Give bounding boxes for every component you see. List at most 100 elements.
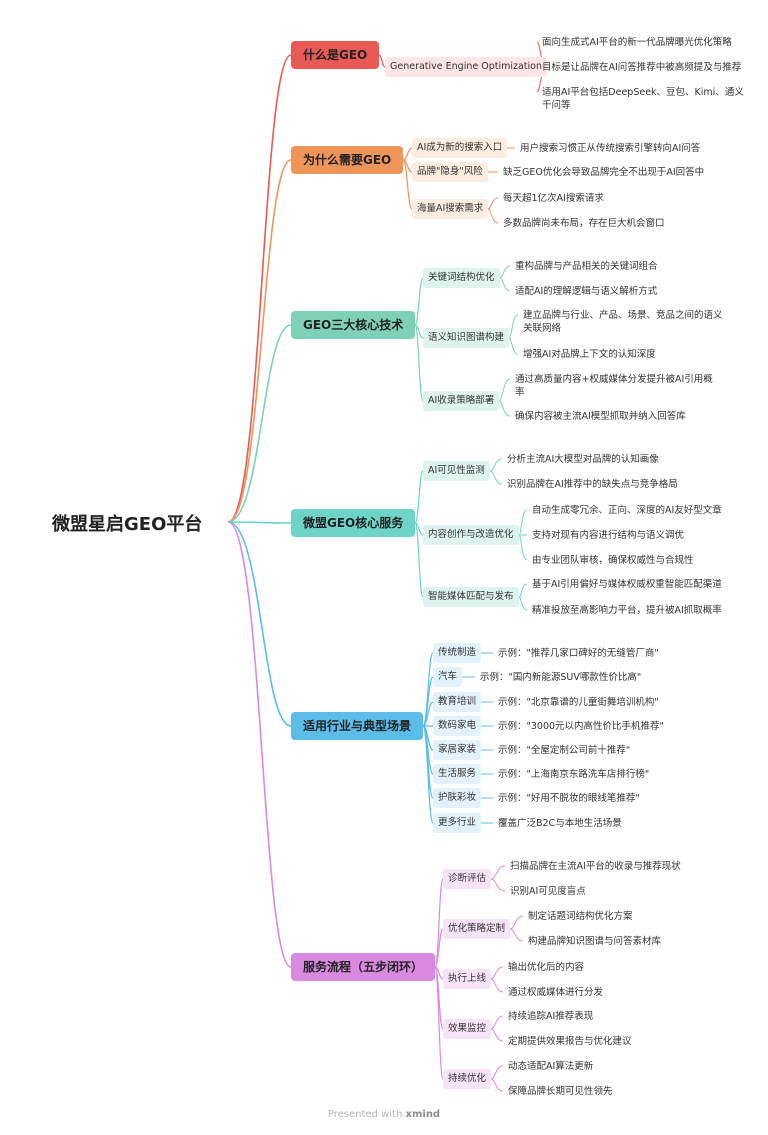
leaf-topic[interactable]: 通过高质量内容+权威媒体分发提升被AI引用概率 xyxy=(515,374,713,398)
leaf-topic[interactable]: 定期提供效果报告与优化建议 xyxy=(508,1036,632,1047)
leaf-topic[interactable]: 覆盖广泛B2C与本地生活场景 xyxy=(498,818,622,829)
sub-topic[interactable]: 内容创作与改造优化 xyxy=(423,525,519,545)
sub-connector xyxy=(378,54,386,68)
leaf-connector xyxy=(490,1065,504,1080)
leaf-topic[interactable]: 示例："好用不脱妆的眼线笔推荐" xyxy=(498,793,640,804)
root-connector xyxy=(227,521,292,727)
leaf-connector xyxy=(490,878,506,892)
leaf-topic[interactable]: 输出优化后的内容 xyxy=(508,962,585,973)
leaf-topic[interactable]: 示例："上海南京东路洗车店排行榜" xyxy=(498,769,650,780)
leaf-topic[interactable]: 目标是让品牌在AI问答推荐中被高频提及与推荐 xyxy=(542,62,742,73)
sub-topic[interactable]: 家居家装 xyxy=(433,740,482,760)
main-topic[interactable]: 为什么需要GEO xyxy=(291,146,404,174)
sub-topic[interactable]: 关键词结构优化 xyxy=(423,268,500,288)
leaf-connector xyxy=(509,928,524,942)
leaf-topic[interactable]: 分析主流AI大模型对品牌的认知画像 xyxy=(507,454,659,465)
sub-topic[interactable]: 汽车 xyxy=(433,667,463,687)
sub-topic[interactable]: 执行上线 xyxy=(443,969,492,989)
root-connector xyxy=(227,324,292,523)
leaf-topic[interactable]: 自动生成零冗余、正向、深度的AI友好型文章 xyxy=(532,505,722,516)
leaf-topic[interactable]: 示例："3000元以内高性价比手机推荐" xyxy=(498,721,664,732)
sub-topic[interactable]: 更多行业 xyxy=(433,813,482,833)
sub-topic[interactable]: 数码家电 xyxy=(433,716,482,736)
leaf-topic[interactable]: 保障品牌长期可见性领先 xyxy=(508,1086,613,1097)
leaf-connector xyxy=(490,1028,504,1042)
leaf-topic[interactable]: 动态适配AI算法更新 xyxy=(508,1061,594,1072)
leaf-topic[interactable]: 扫描品牌在主流AI平台的收录与推荐现状 xyxy=(510,861,681,872)
main-topic[interactable]: 适用行业与典型场景 xyxy=(291,712,424,740)
leaf-topic[interactable]: 每天超1亿次AI搜索请求 xyxy=(503,193,604,204)
sub-connector xyxy=(434,966,444,1080)
leaf-topic[interactable]: 缺乏GEO优化会导致品牌完全不出现于AI回答中 xyxy=(503,167,705,178)
sub-topic[interactable]: 效果监控 xyxy=(443,1019,492,1039)
main-topic[interactable]: 微盟GEO核心服务 xyxy=(291,509,416,537)
leaf-topic[interactable]: 适配AI的理解逻辑与语义解析方式 xyxy=(515,286,658,297)
main-topic[interactable]: GEO三大核心技术 xyxy=(291,311,416,339)
sub-topic[interactable]: 诊断评估 xyxy=(443,869,492,889)
leaf-connector xyxy=(490,978,504,993)
leaf-topic[interactable]: 制定话题词结构优化方案 xyxy=(528,911,633,922)
xmind-logo: xmind xyxy=(405,1109,441,1120)
sub-connector xyxy=(414,470,424,524)
leaf-topic[interactable]: 多数品牌尚未布局，存在巨大机会窗口 xyxy=(503,218,665,229)
sub-topic[interactable]: 智能媒体匹配与发布 xyxy=(423,587,519,607)
sub-topic[interactable]: 教育培训 xyxy=(433,692,482,712)
sub-topic[interactable]: AI可见性监测 xyxy=(423,461,490,481)
leaf-topic[interactable]: 精准投放至高影响力平台，提升被AI抓取概率 xyxy=(532,605,722,616)
leaf-connector xyxy=(487,197,499,210)
leaf-connector xyxy=(518,583,528,598)
leaf-topic[interactable]: 识别品牌在AI推荐中的缺失点与竞争格局 xyxy=(507,479,678,490)
main-topic[interactable]: 服务流程（五步闭环） xyxy=(291,953,436,981)
leaf-topic[interactable]: 示例："全屋定制公司前十推荐" xyxy=(498,745,631,756)
sub-connector xyxy=(414,277,424,326)
leaf-connector xyxy=(518,534,528,561)
leaf-topic[interactable]: 通过权威媒体进行分发 xyxy=(508,987,604,998)
leaf-connector xyxy=(490,1015,504,1030)
leaf-topic[interactable]: 示例："国内新能源SUV哪款性价比高" xyxy=(480,672,642,683)
leaf-topic[interactable]: 适用AI平台包括DeepSeek、豆包、Kimi、通义千问等 xyxy=(542,87,744,111)
footer-watermark: Presented with xmind xyxy=(0,1109,768,1120)
leaf-topic[interactable]: 基于AI引用偏好与媒体权威权重智能匹配渠道 xyxy=(532,579,722,590)
leaf-topic[interactable]: 示例："推荐几家口碑好的无缝管厂商" xyxy=(498,648,659,659)
sub-topic[interactable]: AI收录策略部署 xyxy=(423,391,500,411)
leaf-topic[interactable]: 增强AI对品牌上下文的认知深度 xyxy=(523,349,656,360)
sub-topic[interactable]: 护肤彩妆 xyxy=(433,788,482,808)
main-topic[interactable]: 什么是GEO xyxy=(291,41,380,69)
sub-topic[interactable]: 优化策略定制 xyxy=(443,919,511,939)
leaf-topic[interactable]: 持续追踪AI推荐表现 xyxy=(508,1011,594,1022)
sub-topic[interactable]: 持续优化 xyxy=(443,1069,492,1089)
root-connector xyxy=(227,159,292,523)
sub-topic[interactable]: 海量AI搜索需求 xyxy=(412,199,489,219)
leaf-connector xyxy=(508,314,519,339)
root-connector xyxy=(227,521,292,968)
root-topic[interactable]: 微盟星启GEO平台 xyxy=(52,514,203,535)
leaf-topic[interactable]: 构建品牌知识图谱与问答素材库 xyxy=(528,936,662,947)
leaf-connector xyxy=(489,470,503,485)
leaf-connector xyxy=(499,277,511,292)
sub-connector xyxy=(414,324,424,402)
leaf-connector xyxy=(489,458,503,472)
sub-connector xyxy=(434,878,444,968)
sub-topic[interactable]: 语义知识图谱构建 xyxy=(423,328,510,348)
leaf-topic[interactable]: 示例："北京靠谱的儿童街舞培训机构" xyxy=(498,697,659,708)
leaf-connector xyxy=(518,509,528,536)
sub-connector xyxy=(414,522,424,598)
leaf-connector xyxy=(490,966,504,980)
leaf-topic[interactable]: 面向生成式AI平台的新一代品牌曝光优化策略 xyxy=(542,37,732,48)
leaf-topic[interactable]: 用户搜索习惯正从传统搜索引擎转向AI问答 xyxy=(520,143,701,154)
sub-topic[interactable]: Generative Engine Optimization xyxy=(385,57,547,77)
leaf-connector xyxy=(498,400,511,417)
sub-topic[interactable]: 生活服务 xyxy=(433,764,482,784)
leaf-topic[interactable]: 确保内容被主流AI模型抓取并纳入回答库 xyxy=(515,411,686,422)
leaf-topic[interactable]: 重构品牌与产品相关的关键词组合 xyxy=(515,261,658,272)
sub-topic[interactable]: 品牌"隐身"风险 xyxy=(412,162,488,182)
leaf-topic[interactable]: 识别AI可见度盲点 xyxy=(510,886,586,897)
leaf-topic[interactable]: 建立品牌与行业、产品、场景、竞品之间的语义关联网络 xyxy=(523,310,723,334)
leaf-topic[interactable]: 由专业团队审核，确保权威性与合规性 xyxy=(532,555,694,566)
sub-topic[interactable]: 传统制造 xyxy=(433,643,482,663)
leaf-connector xyxy=(498,378,511,402)
leaf-topic[interactable]: 支持对现有内容进行结构与语义调优 xyxy=(532,530,685,541)
leaf-connector xyxy=(509,915,524,930)
sub-topic[interactable]: AI成为新的搜索入口 xyxy=(412,138,508,158)
